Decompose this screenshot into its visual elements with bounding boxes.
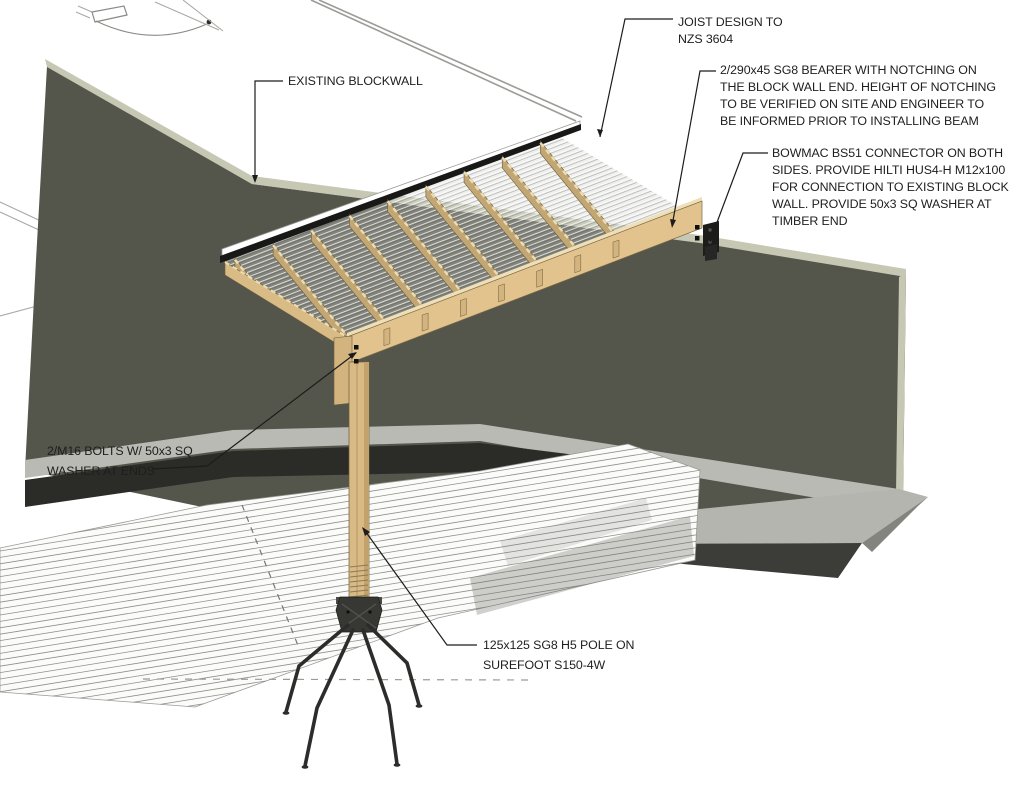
leader-arrow — [252, 175, 258, 183]
leader-line-bolts — [151, 352, 357, 470]
surefoot-leg — [366, 623, 421, 707]
bearer-top-face — [347, 197, 702, 337]
surefoot-bolt — [346, 610, 350, 614]
m16-bolt — [354, 359, 359, 364]
leader-line-bowmac — [709, 152, 768, 242]
pole-shade — [364, 362, 369, 600]
door-frame-line — [77, 5, 93, 13]
annotation-pole: 125x125 SG8 H5 POLE ON — [483, 638, 634, 652]
door-frame-line — [75, 11, 91, 19]
annotation-bowmac: WALL. PROVIDE 50x3 SQ WASHER AT — [772, 197, 992, 211]
m16-bolt — [354, 345, 359, 350]
plinth-side-face — [862, 497, 928, 552]
door-swing-arc — [95, 20, 208, 36]
connector-bolt — [695, 225, 700, 230]
surefoot-leg — [361, 628, 399, 766]
wall-capping — [45, 59, 906, 494]
leader-line-joist — [599, 18, 673, 138]
door-leaf — [91, 5, 128, 23]
annotation-bowmac: BOWMAC BS51 CONNECTOR ON BOTH — [772, 146, 1003, 160]
leader-arrow — [348, 352, 357, 359]
annotations: JOIST DESIGN TO NZS 3604 EXISTING BLOCKW… — [47, 15, 1010, 672]
connector-plate-lower — [705, 244, 717, 261]
leader-line-bearer — [671, 70, 716, 227]
shadow-wedge — [500, 498, 652, 566]
leader-arrow — [362, 527, 370, 536]
wall-return-line — [182, 0, 224, 32]
annotation-bearer: BE INFORMED PRIOR TO INSTALLING BEAM — [720, 114, 979, 128]
connector-bolt-head — [708, 228, 712, 232]
leader-arrow — [670, 219, 676, 228]
surefoot-legs — [282, 623, 423, 769]
annotation-bolts: 2/M16 BOLTS W/ 50x3 SQ — [47, 444, 193, 458]
deck-assembly — [220, 120, 703, 365]
plinth-top-face — [650, 489, 928, 544]
annotation-bowmac: TIMBER END — [772, 214, 848, 228]
plinth-front-face — [650, 543, 862, 578]
connector-bolt — [695, 236, 700, 241]
edge-board-dashes — [224, 261, 348, 338]
annotation-bearer: 2/290x45 SG8 BEARER WITH NOTCHING ON — [720, 63, 977, 77]
hidden-line-dashed — [241, 504, 300, 649]
leader-arrow — [597, 129, 603, 137]
leader-lines — [151, 18, 768, 646]
annotation-joist: JOIST DESIGN TO — [678, 15, 783, 29]
wall-return-line — [154, 1, 220, 31]
door-swing-symbol — [75, 0, 224, 36]
deck-back-edge-band — [220, 124, 581, 263]
annotation-bowmac: FOR CONNECTION TO EXISTING BLOCK — [772, 180, 1009, 194]
hidden-line-dashed — [142, 678, 531, 681]
surefoot-bolt — [368, 610, 372, 614]
leader-line-blockwall — [254, 80, 283, 181]
ground-bands — [25, 424, 899, 512]
annotation-bearer: THE BLOCK WALL END. HEIGHT OF NOTCHING — [720, 80, 996, 94]
shadow-wedge — [470, 516, 694, 615]
leader-line-pole — [362, 527, 477, 646]
path-band-light — [25, 424, 899, 512]
existing-structure-edge-line — [310, 0, 583, 122]
bolt-marks — [354, 345, 359, 364]
pole-assembly — [282, 335, 423, 769]
surefoot-footing — [282, 596, 423, 769]
leader-arrow — [708, 234, 714, 243]
annotation-bowmac: SIDES. PROVIDE HILTI HUS4-H M12x100 — [772, 163, 1005, 177]
surefoot-leg — [284, 623, 350, 714]
ground-beam-band-dark — [25, 443, 632, 507]
annotation-bolts: WASHER AT ENDS — [47, 464, 155, 478]
ground-plinth — [650, 489, 928, 578]
joists — [234, 140, 617, 350]
annotation-bearer: TO BE VERIFIED ON SITE AND ENGINEER TO — [720, 97, 984, 111]
annotation-blockwall: EXISTING BLOCKWALL — [288, 74, 423, 88]
surefoot-leg — [303, 628, 355, 768]
annotation-pole: SUREFOOT S150-4W — [483, 658, 606, 672]
annotation-joist: NZS 3604 — [678, 32, 733, 46]
